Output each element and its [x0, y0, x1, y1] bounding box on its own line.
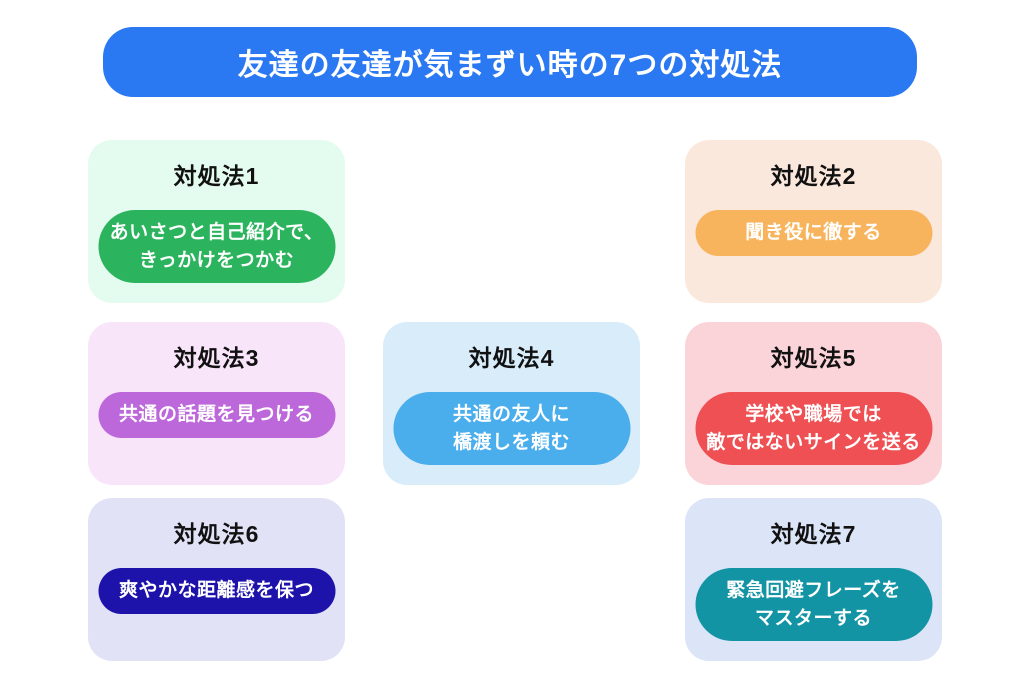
- method-pill: 緊急回避フレーズを マスターする: [695, 568, 932, 642]
- method-pill-text: 爽やかな距離感を保つ: [118, 580, 314, 601]
- card-method-2: 対処法2 聞き役に徹する: [685, 140, 942, 303]
- method-pill: 聞き役に徹する: [695, 210, 932, 256]
- card-method-3: 対処法3 共通の話題を見つける: [88, 322, 345, 485]
- method-pill-text: 学校や職場では 敵ではないサインを送る: [706, 404, 921, 453]
- method-pill: 爽やかな距離感を保つ: [98, 568, 335, 614]
- title-banner: 友達の友達が気まずい時の7つの対処法: [103, 27, 917, 97]
- method-pill: 共通の友人に 橋渡しを頼む: [393, 392, 630, 466]
- card-method-6: 対処法6 爽やかな距離感を保つ: [88, 498, 345, 661]
- card-heading: 対処法1: [173, 163, 260, 189]
- card-heading: 対処法2: [770, 163, 857, 189]
- card-method-5: 対処法5 学校や職場では 敵ではないサインを送る: [685, 322, 942, 485]
- method-pill: あいさつと自己紹介で、 きっかけをつかむ: [98, 210, 335, 284]
- card-heading: 対処法7: [770, 521, 857, 547]
- card-heading: 対処法4: [468, 345, 555, 371]
- card-heading: 対処法6: [173, 521, 260, 547]
- card-method-7: 対処法7 緊急回避フレーズを マスターする: [685, 498, 942, 661]
- method-pill-text: 共通の友人に 橋渡しを頼む: [452, 404, 570, 453]
- method-pill: 共通の話題を見つける: [98, 392, 335, 438]
- method-pill-text: 聞き役に徹する: [745, 222, 882, 243]
- method-pill-text: 緊急回避フレーズを マスターする: [726, 580, 901, 629]
- card-method-1: 対処法1 あいさつと自己紹介で、 きっかけをつかむ: [88, 140, 345, 303]
- page-title: 友達の友達が気まずい時の7つの対処法: [237, 49, 783, 82]
- card-heading: 対処法3: [173, 345, 260, 371]
- card-method-4: 対処法4 共通の友人に 橋渡しを頼む: [383, 322, 640, 485]
- method-pill-text: 共通の話題を見つける: [118, 404, 314, 425]
- method-pill: 学校や職場では 敵ではないサインを送る: [695, 392, 932, 466]
- method-pill-text: あいさつと自己紹介で、 きっかけをつかむ: [109, 222, 324, 271]
- card-heading: 対処法5: [770, 345, 857, 371]
